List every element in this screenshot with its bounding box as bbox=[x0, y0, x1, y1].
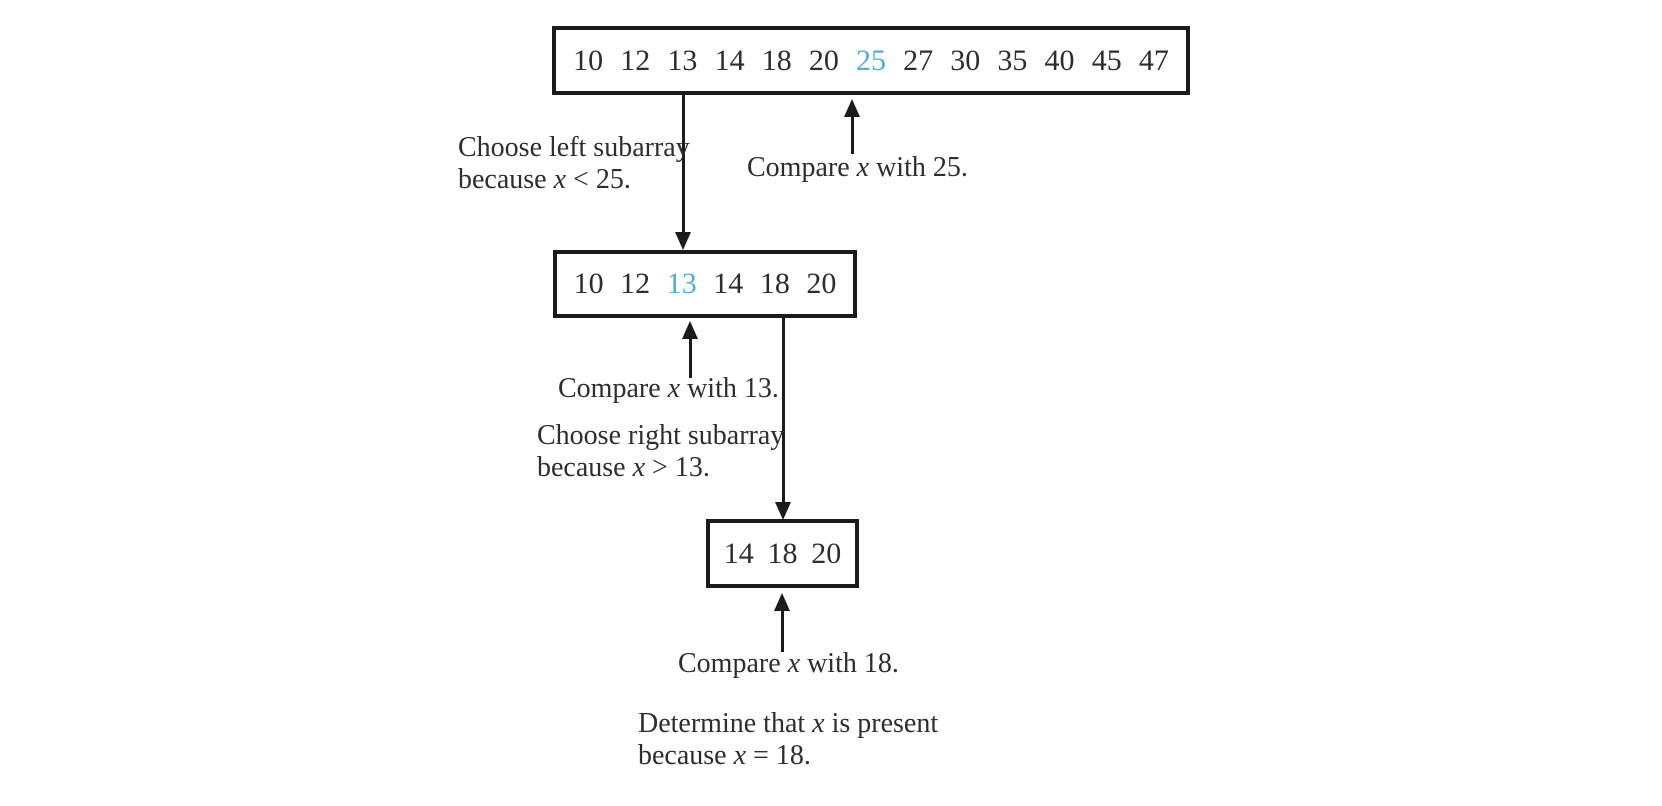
label-text: Determine that bbox=[638, 708, 813, 739]
up-arrow-compare-18 bbox=[774, 593, 790, 652]
arrowhead-down-icon bbox=[775, 502, 791, 520]
down-arrow-level2-to-level3 bbox=[775, 318, 791, 520]
label-text: = 18. bbox=[746, 740, 811, 771]
label-line: Determine that x is present bbox=[638, 708, 938, 740]
array-value: 14 bbox=[713, 267, 744, 300]
label-line: because x < 25. bbox=[458, 164, 690, 196]
label-text: Compare bbox=[558, 373, 668, 404]
label-text: because bbox=[458, 164, 554, 195]
array-value: 12 bbox=[620, 43, 651, 77]
array-value-highlighted: 25 bbox=[855, 43, 886, 77]
down-arrow-level1-to-level2 bbox=[675, 95, 691, 250]
array-value: 12 bbox=[620, 267, 651, 300]
arrow-shaft bbox=[681, 95, 685, 236]
label-compare-x-with-25: Compare x with 25. bbox=[747, 152, 968, 184]
arrowhead-up-icon bbox=[774, 593, 790, 611]
label-choose-right-subarray: Choose right subarray because x > 13. bbox=[537, 420, 784, 484]
arrow-shaft bbox=[850, 113, 854, 154]
label-determine-present: Determine that x is present because x = … bbox=[638, 708, 938, 772]
label-choose-left-subarray: Choose left subarray because x < 25. bbox=[458, 132, 690, 196]
label-compare-x-with-13: Compare x with 13. bbox=[558, 373, 779, 405]
variable-x: x bbox=[667, 373, 681, 404]
array-value: 10 bbox=[573, 43, 604, 77]
variable-x: x bbox=[812, 708, 825, 739]
array-value: 20 bbox=[806, 267, 837, 300]
array-value: 27 bbox=[903, 43, 934, 77]
array-value-highlighted: 13 bbox=[666, 267, 697, 300]
label-text: > 13. bbox=[645, 452, 710, 483]
array-box-level1: 10 12 13 14 18 20 25 27 30 35 40 45 47 bbox=[552, 26, 1190, 95]
array-value: 13 bbox=[667, 43, 698, 77]
array-value: 18 bbox=[767, 536, 798, 570]
arrowhead-up-icon bbox=[682, 321, 698, 339]
variable-x: x bbox=[553, 164, 567, 195]
array-value: 10 bbox=[573, 267, 604, 300]
label-text: Compare bbox=[747, 152, 857, 183]
arrow-shaft bbox=[780, 607, 784, 652]
array-value: 35 bbox=[997, 43, 1028, 77]
label-text: with 18. bbox=[800, 648, 899, 679]
array-value: 40 bbox=[1044, 43, 1075, 77]
variable-x: x bbox=[787, 648, 801, 679]
label-text: Choose left subarray bbox=[458, 132, 690, 163]
array-value: 45 bbox=[1091, 43, 1122, 77]
array-value: 14 bbox=[714, 43, 745, 77]
up-arrow-compare-13 bbox=[682, 321, 698, 378]
array-value: 18 bbox=[759, 267, 790, 300]
label-text: with 13. bbox=[680, 373, 779, 404]
array-box-level2: 10 12 13 14 18 20 bbox=[553, 250, 857, 318]
label-line: Choose left subarray bbox=[458, 132, 690, 164]
array-value: 18 bbox=[761, 43, 792, 77]
label-text: < 25. bbox=[566, 164, 631, 195]
label-text: with 25. bbox=[869, 152, 968, 183]
arrow-shaft bbox=[688, 335, 692, 378]
variable-x: x bbox=[856, 152, 870, 183]
label-line: because x > 13. bbox=[537, 452, 784, 484]
label-line: because x = 18. bbox=[638, 740, 938, 772]
array-value: 47 bbox=[1138, 43, 1169, 77]
label-compare-x-with-18: Compare x with 18. bbox=[678, 648, 899, 680]
variable-x: x bbox=[733, 740, 747, 771]
array-box-level3: 14 18 20 bbox=[706, 519, 859, 588]
label-text: Choose right subarray bbox=[537, 420, 785, 451]
label-line: Choose right subarray bbox=[537, 420, 784, 452]
array-value: 20 bbox=[811, 536, 842, 570]
array-value: 14 bbox=[723, 536, 754, 570]
arrow-shaft bbox=[781, 318, 785, 506]
arrowhead-down-icon bbox=[675, 232, 691, 250]
arrowhead-up-icon bbox=[844, 99, 860, 117]
variable-x: x bbox=[632, 452, 646, 483]
label-text: Compare bbox=[678, 648, 788, 679]
label-text: because bbox=[638, 740, 734, 771]
label-text: because bbox=[537, 452, 633, 483]
up-arrow-compare-25 bbox=[844, 99, 860, 154]
label-text: is present bbox=[824, 708, 939, 739]
array-value: 20 bbox=[808, 43, 839, 77]
array-value: 30 bbox=[950, 43, 981, 77]
